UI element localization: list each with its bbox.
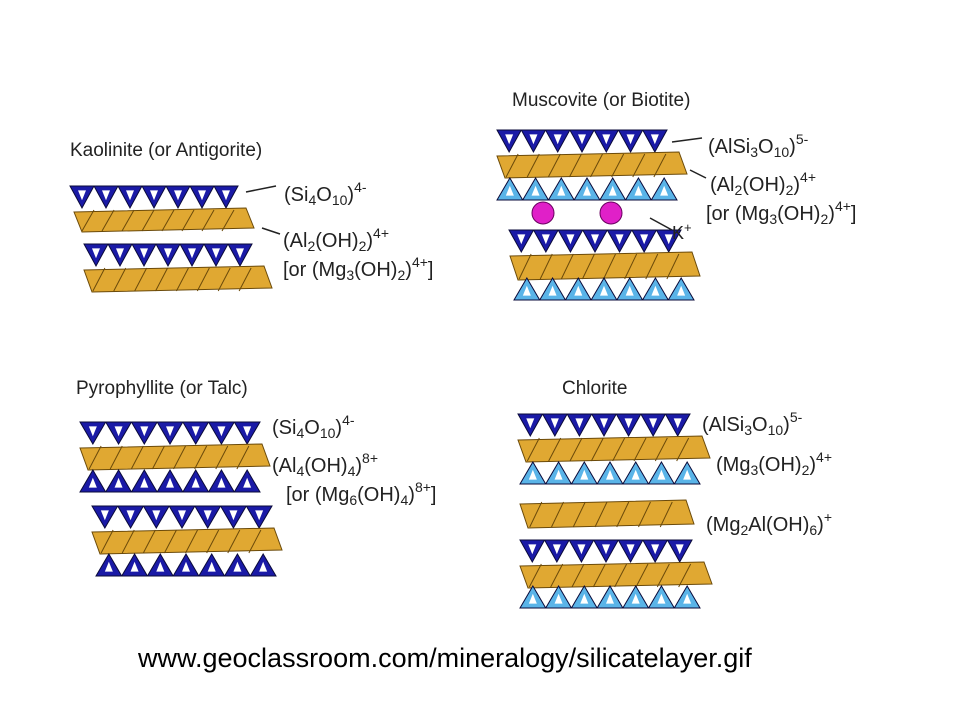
kaolinite-formula-alt: [or (Mg3(OH)2)4+] [283, 254, 434, 283]
kaolinite-tetra-2 [83, 243, 253, 268]
potassium-ion-label: K+ [672, 220, 692, 243]
chlorite-formula-brucite: (Mg2Al(OH)6)+ [706, 509, 833, 538]
chlorite-octa-1 [517, 435, 711, 463]
kaolinite-tetra-1 [69, 185, 239, 210]
pyrophyllite-octa-2 [91, 527, 283, 555]
pyrophyllite-formula-tetrahedral: (Si4O10)4- [272, 412, 355, 441]
muscovite-formula-alt: [or (Mg3(OH)2)4+] [706, 198, 857, 227]
pyrophyllite-formula-octahedral: (Al4(OH)4)8+ [272, 450, 379, 479]
kaolinite-octa-1 [73, 207, 255, 233]
muscovite-tetra-4 [513, 277, 695, 301]
chlorite-tetra-1 [517, 413, 691, 438]
potassium-ion-1 [531, 201, 555, 225]
pyrophyllite-octa-1 [79, 443, 271, 471]
muscovite-leader-2 [689, 169, 707, 179]
chlorite-octa-2 [519, 561, 713, 589]
kaolinite-octa-2 [83, 265, 273, 293]
chlorite-formula-tetrahedral: (AlSi3O10)5- [702, 409, 803, 438]
kaolinite-leader-1 [245, 185, 277, 193]
pyrophyllite-tetra-1 [79, 421, 261, 445]
chlorite-tetra-2 [519, 461, 701, 485]
muscovite-tetra-3 [508, 229, 682, 254]
kaolinite-formula-tetrahedral: (Si4O10)4- [284, 179, 367, 208]
muscovite-octa-1 [496, 151, 688, 179]
muscovite-title: Muscovite (or Biotite) [512, 90, 691, 111]
pyrophyllite-tetra-3 [91, 505, 273, 529]
pyrophyllite-title: Pyrophyllite (or Talc) [76, 378, 248, 399]
muscovite-tetra-2 [496, 177, 678, 201]
kaolinite-formula-octahedral: (Al2(OH)2)4+ [283, 225, 390, 254]
muscovite-leader-1 [671, 137, 703, 143]
chlorite-formula-octahedral: (Mg3(OH)2)4+ [716, 449, 833, 478]
chlorite-brucite-layer [519, 499, 695, 529]
pyrophyllite-tetra-2 [79, 469, 261, 493]
muscovite-tetra-1 [496, 129, 668, 154]
kaolinite-leader-2 [261, 227, 281, 235]
muscovite-formula-octahedral: (Al2(OH)2)4+ [710, 169, 817, 198]
muscovite-octa-2 [509, 251, 701, 281]
source-url: www.geoclassroom.com/mineralogy/silicate… [138, 643, 752, 673]
chlorite-tetra-3 [519, 539, 693, 564]
muscovite-formula-tetrahedral: (AlSi3O10)5- [708, 131, 809, 160]
chlorite-title: Chlorite [562, 378, 628, 399]
kaolinite-title: Kaolinite (or Antigorite) [70, 140, 263, 161]
chlorite-tetra-4 [519, 585, 701, 609]
potassium-ion-2 [599, 201, 623, 225]
muscovite-leader-k [649, 217, 673, 231]
pyrophyllite-formula-alt: [or (Mg6(OH)4)8+] [286, 479, 437, 508]
pyrophyllite-tetra-4 [95, 553, 277, 577]
